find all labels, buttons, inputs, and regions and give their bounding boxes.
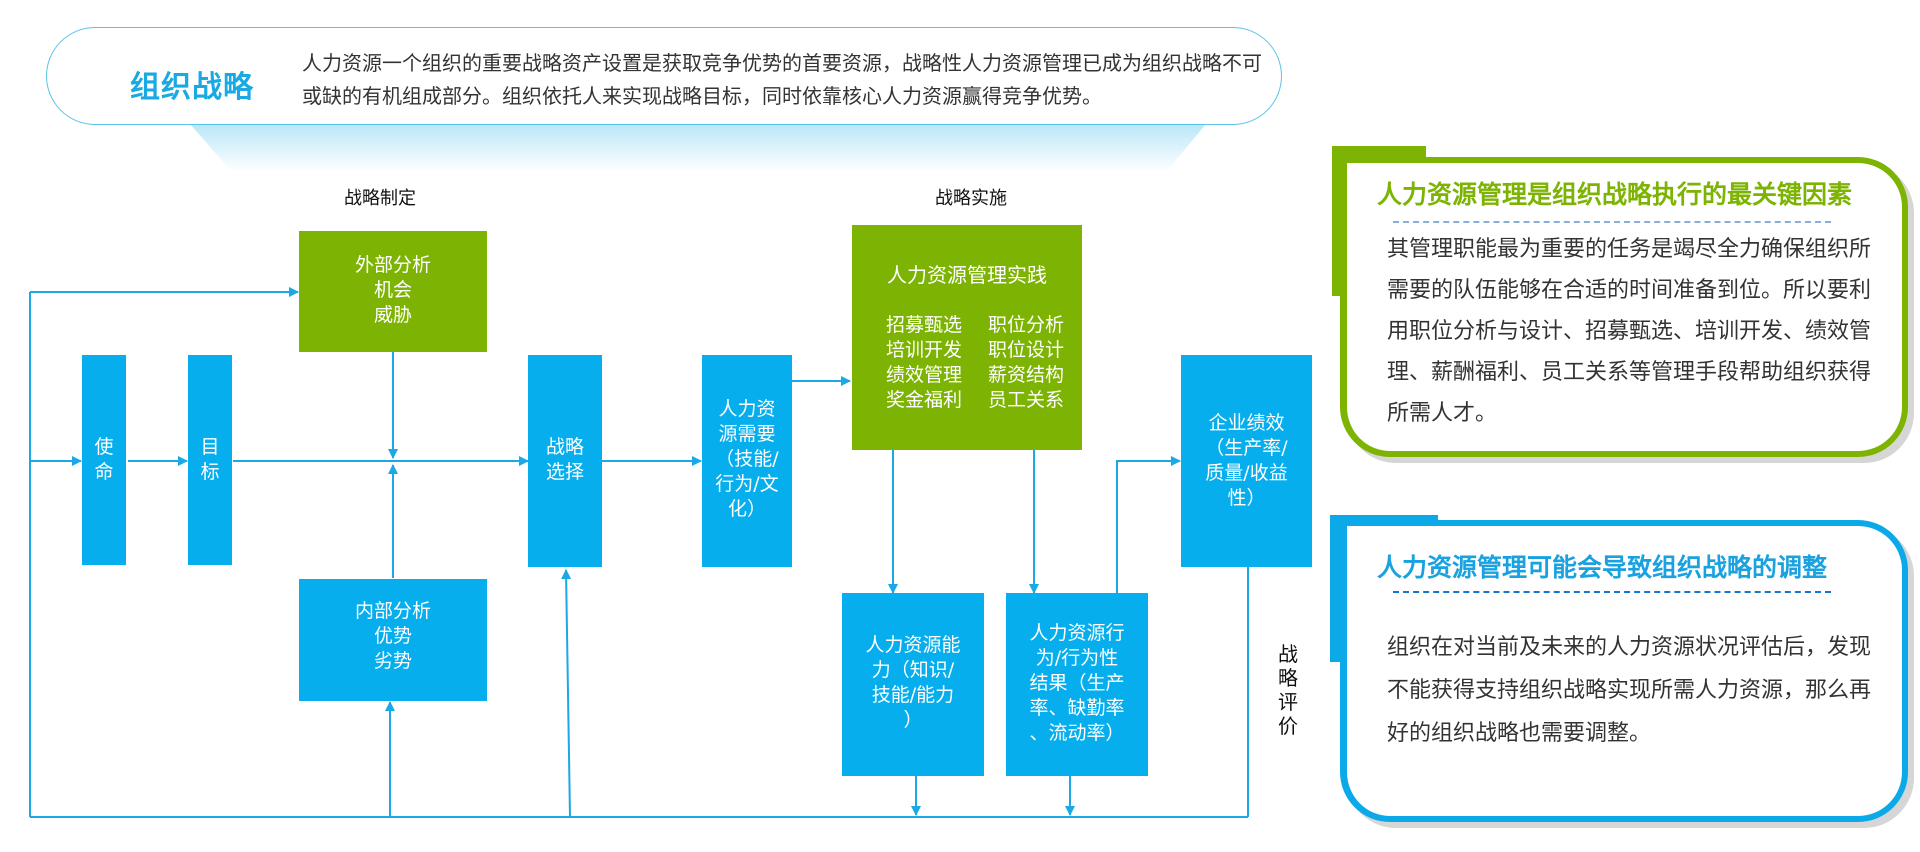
box-enterprise-performance: 企业绩效 （生产率/ 质量/收益 性）: [1181, 355, 1312, 567]
hr-practice-list: 招募甄选 职位分析 培训开发 职位设计 绩效管理 薪资结构 奖金福利 员工关系: [886, 313, 1064, 413]
hr-practice-item: 培训开发: [886, 339, 963, 361]
hr-practice-item: 员工关系: [988, 389, 1065, 411]
arrow-behavior-performance: [1116, 456, 1181, 593]
divider-dashed: [1393, 591, 1831, 593]
box-internal-label: 内部分析 优势 劣势: [354, 600, 431, 672]
box-goal: 目 标: [188, 355, 232, 565]
hr-practice-item: 职位设计: [988, 339, 1065, 361]
section-strategy-formulation: 战略制定: [344, 188, 416, 209]
hr-practice-item: 招募甄选: [886, 314, 963, 336]
box-hr-capability-label: 人力资源能 力（知识/ 技能/能力 ）: [865, 634, 961, 731]
card-key-factor-body: 其管理职能最为重要的任务是竭尽全力确保组织所需要的队伍能够在合适的时间准备到位。…: [1387, 237, 1872, 426]
hr-practice-title: 人力资源管理实践: [887, 263, 1047, 287]
box-mission-label: 使 命: [94, 436, 114, 483]
box-strategy-choice-label: 战略 选择: [545, 436, 584, 483]
hr-practice-item: 奖金福利: [886, 389, 963, 411]
divider-dashed: [1393, 221, 1831, 223]
box-external-analysis: 外部分析 机会 威胁: [299, 231, 487, 352]
card-adjustment-title: 人力资源管理可能会导致组织战略的调整: [1377, 553, 1828, 582]
box-hr-behavior: 人力资源行 为/行为性 结果（生产 率、缺勤率 、流动率）: [1006, 593, 1148, 776]
hr-practice-item: 职位分析: [988, 314, 1065, 336]
box-strategy-choice: 战略 选择: [528, 355, 602, 567]
box-internal-analysis: 内部分析 优势 劣势: [299, 579, 487, 701]
box-goal-label: 目 标: [200, 436, 220, 483]
hr-practice-item: 绩效管理: [886, 364, 963, 386]
box-hr-behavior-label: 人力资源行 为/行为性 结果（生产 率、缺勤率 、流动率）: [1029, 622, 1125, 744]
hr-practice-item: 薪资结构: [988, 364, 1065, 386]
box-hr-practice: 人力资源管理实践 招募甄选 职位分析 培训开发 职位设计 绩效管理 薪资结构 奖…: [852, 225, 1082, 450]
box-hr-needs: 人力资 源需要 （技能/ 行为/文 化）: [702, 355, 792, 567]
card-key-factor-title: 人力资源管理是组织战略执行的最关键因素: [1377, 180, 1853, 209]
box-performance-label: 企业绩效 （生产率/ 质量/收益 性）: [1205, 412, 1288, 509]
org-strategy-banner: [46, 27, 1282, 125]
arrow-loop-choice: [561, 569, 572, 818]
card-adjustment: 人力资源管理可能会导致组织战略的调整 组织在对当前及未来的人力资源状况评估后，发…: [1340, 520, 1908, 822]
box-hr-capability: 人力资源能 力（知识/ 技能/能力 ）: [842, 593, 984, 776]
box-hr-needs-label: 人力资 源需要 （技能/ 行为/文 化）: [715, 398, 779, 520]
banner-text: 人力资源一个组织的重要战略资产设置是获取竞争优势的首要资源，战略性人力资源管理已…: [302, 51, 1262, 108]
section-strategy-evaluation: 战 略 评 价: [1278, 642, 1298, 738]
banner-title: 组织战略: [130, 70, 254, 105]
card-key-factor: 人力资源管理是组织战略执行的最关键因素 其管理职能最为重要的任务是竭尽全力确保组…: [1340, 157, 1908, 457]
box-mission: 使 命: [82, 355, 126, 565]
section-strategy-implementation: 战略实施: [935, 188, 1007, 209]
box-external-label: 外部分析 机会 威胁: [354, 254, 431, 326]
card-adjustment-body: 组织在对当前及未来的人力资源状况评估后，发现不能获得支持组织战略实现所需人力资源…: [1387, 635, 1872, 746]
